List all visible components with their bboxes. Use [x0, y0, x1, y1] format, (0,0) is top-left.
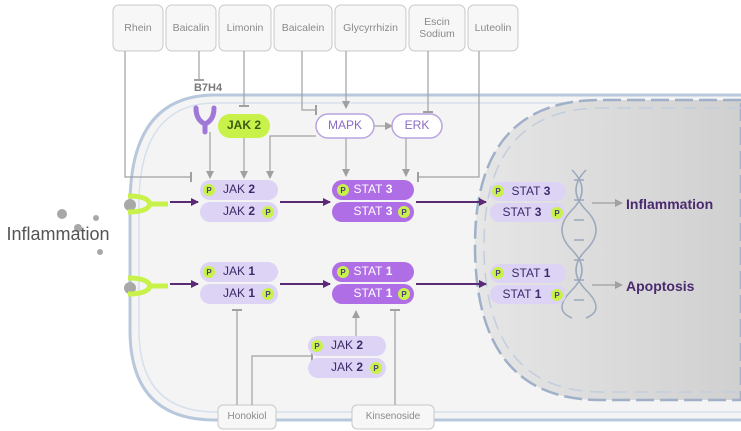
- jak-name: JAK: [222, 182, 245, 197]
- jak1-lower-label: JAK 1: [200, 284, 278, 304]
- phospho-marker: P: [492, 267, 504, 279]
- jak-number: 2: [356, 360, 364, 375]
- inflammation-stimulus-label: Inflammation: [6, 223, 110, 244]
- drug-rhein: Rhein: [124, 21, 152, 34]
- phospho-marker: P: [262, 288, 274, 300]
- stat-name: STAT: [353, 182, 383, 197]
- erk-label: ERK: [404, 118, 430, 133]
- jak2-active-pill: [218, 114, 270, 138]
- jak-name: JAK: [330, 360, 353, 375]
- nuclear-stat3-upper-label: STAT 3: [496, 182, 566, 201]
- drug-limonin: Limonin: [226, 21, 264, 34]
- jak2-active-label: JAK 2: [226, 118, 261, 133]
- jak1-upper-label: JAK 1: [200, 262, 278, 282]
- drug-luteolin: Luteolin: [474, 21, 512, 34]
- jak-number: 2: [248, 182, 256, 197]
- nuclear-stat1-upper-label: STAT 1: [496, 264, 566, 283]
- phospho-marker: P: [551, 207, 563, 219]
- stat-name: STAT: [511, 265, 541, 280]
- jak-number: 1: [248, 264, 256, 279]
- drug-kinsenoside: Kinsenoside: [365, 411, 421, 423]
- nucleus: [473, 98, 741, 402]
- jak-name: JAK: [222, 286, 245, 301]
- phospho-marker: P: [203, 184, 215, 196]
- phospho-marker: P: [398, 288, 410, 300]
- mapk-label: MAPK: [327, 118, 362, 133]
- nuclear-stat1-lower-label: STAT 1: [490, 285, 554, 304]
- stat-name: STAT: [511, 183, 541, 198]
- phospho-marker: P: [337, 184, 349, 196]
- inflammation-particles: [57, 199, 136, 294]
- jak-name: JAK: [330, 338, 353, 353]
- jak-number: 2: [248, 204, 256, 219]
- stat1-upper-label: STAT 1: [332, 262, 414, 282]
- drug-honokiol: Honokiol: [227, 411, 267, 423]
- stat-name: STAT: [353, 264, 383, 279]
- jak2-bottom-lower-label: JAK 2: [308, 358, 386, 378]
- phospho-marker: P: [370, 362, 382, 374]
- drug-escin-sodium: Escin Sodium: [419, 15, 455, 40]
- phospho-marker: P: [311, 340, 323, 352]
- stat-name: STAT: [353, 204, 383, 219]
- stat-name: STAT: [502, 286, 532, 301]
- jak-name: JAK: [222, 264, 245, 279]
- drug-baicalin: Baicalin: [172, 21, 210, 34]
- outcome-apoptosis: Apoptosis: [626, 277, 695, 294]
- jak2-upper-label: JAK 2: [200, 180, 278, 200]
- jak2-lower-label: JAK 2: [200, 202, 278, 222]
- jak2-bottom-upper-label: JAK 2: [308, 336, 386, 356]
- stat-number: 1: [385, 286, 393, 301]
- stat1-lower-label: STAT 1: [332, 284, 414, 304]
- stat-number: 1: [534, 286, 542, 301]
- phospho-marker: P: [203, 266, 215, 278]
- phospho-marker: P: [398, 206, 410, 218]
- drug-glycyrrhizin: Glycyrrhizin: [343, 21, 398, 34]
- jak-number: 1: [248, 286, 256, 301]
- dna-helix: [561, 169, 597, 319]
- stat-number: 3: [543, 183, 551, 198]
- jak-name: JAK: [222, 204, 245, 219]
- phospho-marker: P: [551, 289, 563, 301]
- b7h4-receptor: [193, 105, 217, 135]
- outcome-inflammation: Inflammation: [626, 195, 714, 212]
- stat3-upper-label: STAT 3: [332, 180, 414, 200]
- stat-number: 3: [534, 204, 542, 219]
- phospho-marker: P: [492, 185, 504, 197]
- stat-number: 3: [385, 182, 393, 197]
- nuclear-stat3-lower-label: STAT 3: [490, 203, 554, 222]
- phospho-marker: P: [337, 266, 349, 278]
- stat-name: STAT: [502, 204, 532, 219]
- phospho-marker: P: [262, 206, 274, 218]
- stat-number: 1: [385, 264, 393, 279]
- stat3-lower-label: STAT 3: [332, 202, 414, 222]
- stat-name: STAT: [353, 286, 383, 301]
- drug-baicalein: Baicalein: [281, 21, 325, 34]
- b7h4-label: B7H4: [193, 81, 223, 94]
- stat-number: 1: [543, 265, 551, 280]
- stat-number: 3: [385, 204, 393, 219]
- jak-number: 2: [356, 338, 364, 353]
